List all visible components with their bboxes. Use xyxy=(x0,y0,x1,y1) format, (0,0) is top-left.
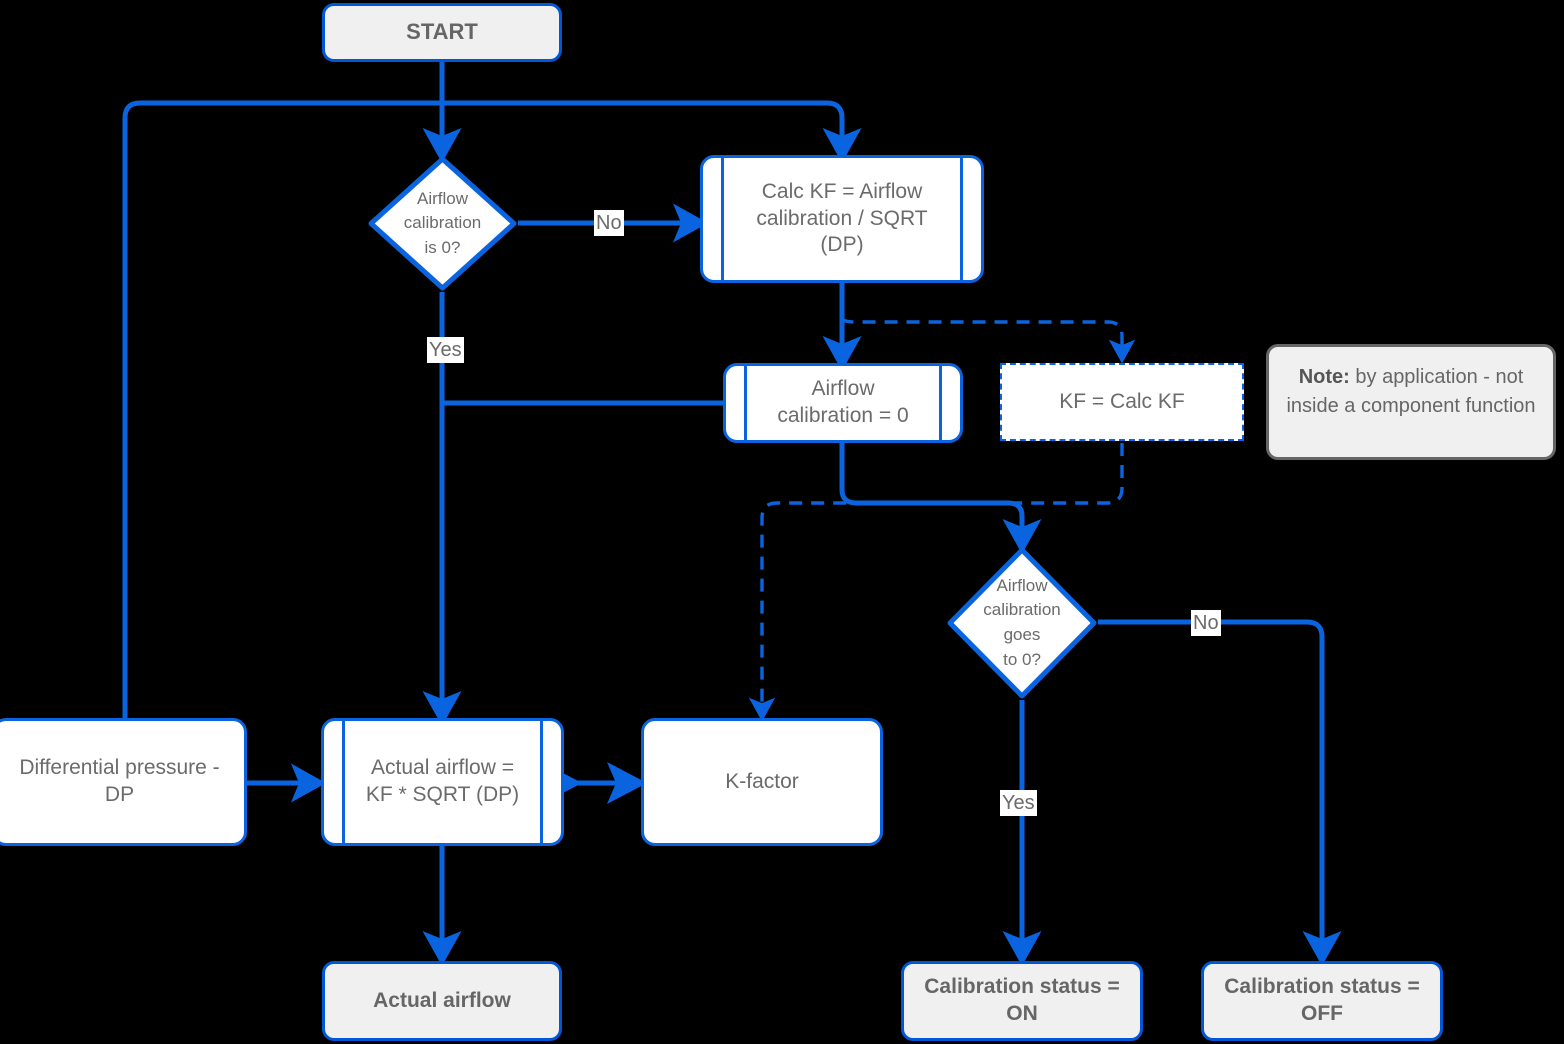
node-calibration-status-off-label: Calibration status = OFF xyxy=(1224,975,1420,1025)
node-actual-airflow-output-label: Actual airflow xyxy=(373,988,511,1012)
diamond-shape xyxy=(947,547,1097,699)
node-calibration-status-on-label: Calibration status = ON xyxy=(924,975,1120,1025)
node-calc-kf[interactable]: Calc KF = Airflow calibration / SQRT (DP… xyxy=(700,155,984,283)
node-start-label: START xyxy=(406,19,478,45)
node-decision-calibration-is-zero-label: Airflow calibration is 0? xyxy=(403,188,482,257)
node-airflow-calibration-zero-label: Airflow calibration = 0 xyxy=(777,377,909,427)
node-differential-pressure[interactable]: Differential pressure - DP xyxy=(0,718,247,846)
node-actual-airflow-calc[interactable]: Actual airflow = KF * SQRT (DP) xyxy=(321,718,564,846)
node-actual-airflow-output[interactable]: Actual airflow xyxy=(322,961,562,1041)
node-k-factor[interactable]: K-factor xyxy=(641,718,883,846)
edge-bus-to-calckf xyxy=(442,100,862,163)
node-start[interactable]: START xyxy=(322,3,562,62)
subprocess-bar-left xyxy=(744,366,747,440)
edge-label-no-bottom: No xyxy=(1191,610,1221,636)
node-airflow-calibration-zero[interactable]: Airflow calibration = 0 xyxy=(723,363,963,443)
diamond-shape xyxy=(368,156,517,291)
node-kf-assign-label: KF = Calc KF xyxy=(1059,389,1185,413)
subprocess-bar-left xyxy=(342,721,345,843)
note-text: Note: by application - not inside a comp… xyxy=(1283,363,1539,421)
edge-kfassign-to-kfactor-dashed xyxy=(748,443,1124,722)
node-decision-calibration-goes-zero-label: Airflow calibration goes to 0? xyxy=(983,575,1061,669)
node-kf-assign[interactable]: KF = Calc KF xyxy=(1000,363,1244,441)
node-note: Note: by application - not inside a comp… xyxy=(1266,344,1556,460)
node-calc-kf-label: Calc KF = Airflow calibration / SQRT (DP… xyxy=(756,179,928,257)
edge-calckf-to-kfassign-dashed xyxy=(840,317,1136,364)
edge-cal0-to-decision2 xyxy=(839,443,1042,554)
subprocess-bar-right xyxy=(540,721,543,843)
edge-label-no-top: No xyxy=(594,210,624,236)
node-calibration-status-on[interactable]: Calibration status = ON xyxy=(901,961,1143,1041)
node-calibration-status-off[interactable]: Calibration status = OFF xyxy=(1201,961,1443,1041)
node-decision-calibration-is-zero[interactable]: Airflow calibration is 0? xyxy=(367,155,518,292)
edge-decision2-no xyxy=(1098,619,1342,966)
node-differential-pressure-label: Differential pressure - DP xyxy=(19,756,220,806)
subprocess-bar-right xyxy=(939,366,942,440)
subprocess-bar-right xyxy=(960,158,963,280)
edge-label-yes-bottom: Yes xyxy=(1000,790,1037,816)
node-actual-airflow-calc-label: Actual airflow = KF * SQRT (DP) xyxy=(365,756,520,806)
note-body: by application - not inside a component … xyxy=(1286,366,1536,417)
note-prefix: Note: xyxy=(1298,366,1350,388)
node-k-factor-label: K-factor xyxy=(725,769,799,793)
node-decision-calibration-goes-zero[interactable]: Airflow calibration goes to 0? xyxy=(946,546,1098,700)
subprocess-bar-left xyxy=(721,158,724,280)
edge-bus-to-diffpressure xyxy=(122,100,442,718)
edge-label-yes-top: Yes xyxy=(427,337,464,363)
